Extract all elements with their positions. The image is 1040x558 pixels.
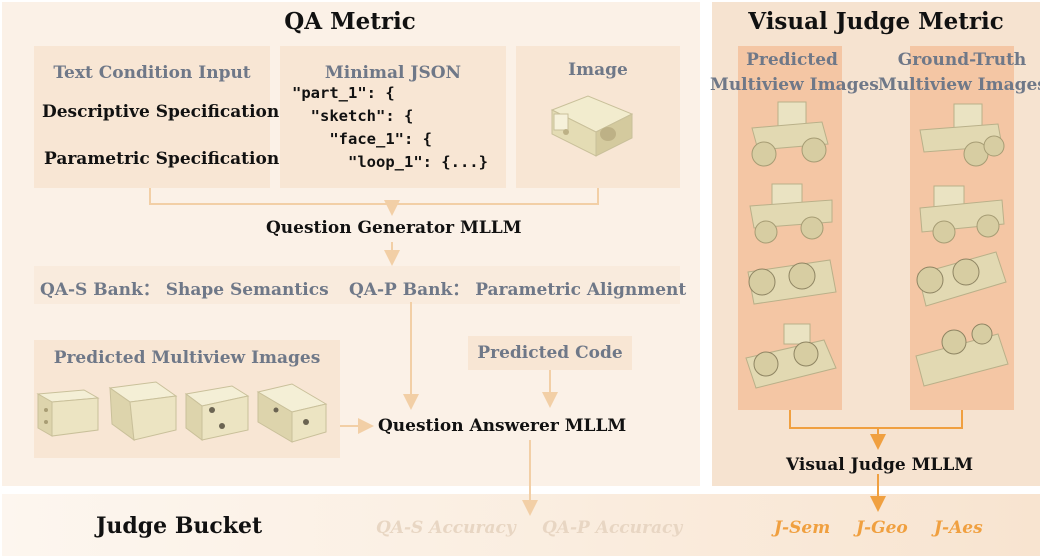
qa-metric-title: QA Metric (284, 8, 416, 35)
visual-judge-mllm-label: Visual Judge MLLM (786, 455, 974, 475)
predicted-loader-2 (749, 183, 833, 244)
qa-s-accuracy: QA-S Accuracy (376, 518, 516, 538)
json-line-3: "face_1": { (292, 130, 432, 148)
gt-loader-4 (915, 323, 1009, 387)
gt-loader-1 (919, 103, 1005, 167)
cad-part-image (550, 95, 634, 157)
j-geo-metric: J-Geo (856, 518, 908, 538)
j-sem-metric: J-Sem (774, 518, 831, 538)
question-generator-label: Question Generator MLLM (266, 218, 522, 238)
predicted-code-label: Predicted Code (477, 343, 623, 363)
descriptive-specification: Descriptive Specification (42, 102, 280, 122)
predicted-multiview-header: Predicted Multiview Images (53, 348, 321, 368)
qa-p-bank-label: QA-P Bank： Parametric Alignment (349, 280, 687, 300)
block-view-4 (256, 383, 328, 443)
minimal-json-box (280, 46, 506, 188)
ground-truth-loader-renders (915, 103, 1009, 387)
gt-header-line-2: Multiview Images (878, 75, 1040, 95)
predicted-loader-1 (751, 101, 829, 167)
visual-judge-title: Visual Judge Metric (748, 8, 1004, 35)
block-view-2 (108, 381, 178, 442)
judge-merge-line (789, 410, 963, 429)
minimal-json-header: Minimal JSON (324, 63, 462, 83)
predicted-header-line-2: Multiview Images (710, 75, 879, 95)
gt-loader-3 (916, 251, 1007, 307)
judge-bucket-panel (2, 494, 1040, 556)
predicted-loader-3 (747, 259, 837, 305)
predicted-code-box (468, 336, 632, 370)
predicted-loader-renders (745, 101, 837, 389)
text-condition-box (34, 46, 270, 188)
question-answerer-label: Question Answerer MLLM (378, 416, 627, 436)
predicted-header-line-1: Predicted (746, 50, 838, 70)
j-aes-metric: J-Aes (934, 518, 983, 538)
qa-p-accuracy: QA-P Accuracy (542, 518, 683, 538)
input-merge-line (149, 188, 599, 205)
qa-s-bank-label: QA-S Bank： Shape Semantics (40, 280, 329, 300)
block-view-1 (36, 389, 100, 437)
gt-header-line-1: Ground-Truth (897, 50, 1027, 70)
gt-loader-2 (919, 185, 1005, 244)
json-line-1: "part_1": { (292, 84, 395, 102)
block-view-3 (184, 385, 250, 441)
qa-bank-strip (34, 266, 680, 304)
parametric-specification: Parametric Specification (44, 149, 280, 169)
image-header: Image (568, 60, 628, 80)
text-condition-header: Text Condition Input (53, 63, 251, 83)
json-line-2: "sketch": { (292, 107, 414, 125)
predicted-multiview-images (36, 381, 328, 443)
json-line-4: "loop_1": {...} (292, 153, 488, 171)
judge-bucket-label: Judge Bucket (96, 513, 263, 539)
predicted-loader-4 (745, 323, 837, 389)
